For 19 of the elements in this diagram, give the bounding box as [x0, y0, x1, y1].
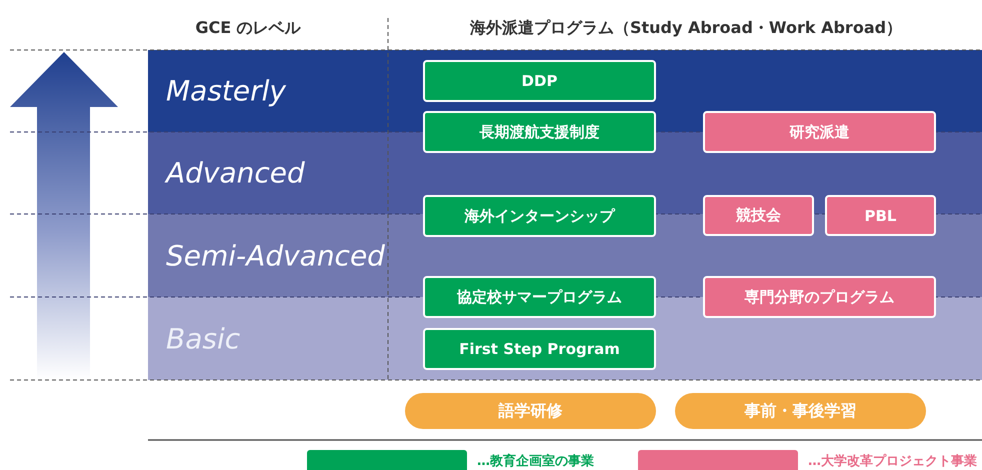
column-heading: 海外派遣プログラム（Study Abroad・Work Abroad）: [470, 18, 902, 39]
program-box: 研究派遣: [703, 111, 936, 153]
level-label: Semi-Advanced: [166, 239, 385, 272]
program-box: 海外インターンシップ: [423, 195, 656, 237]
legend-label: …教育企画室の事業: [477, 452, 594, 470]
program-box: 長期渡航支援制度: [423, 111, 656, 153]
program-box: 協定校サマープログラム: [423, 276, 656, 318]
program-pill: 事前・事後学習: [675, 393, 926, 429]
legend-label: …大学改革プロジェクト事業: [808, 452, 977, 470]
level-label: Advanced: [166, 156, 305, 190]
column-heading: GCE のレベル: [195, 18, 301, 39]
level-label: Masterly: [166, 74, 286, 108]
program-box: DDP: [423, 60, 656, 102]
program-pill: 語学研修: [405, 393, 656, 429]
program-box: 専門分野のプログラム: [703, 276, 936, 318]
level-label: Basic: [166, 322, 240, 355]
program-box: 競技会: [703, 195, 814, 236]
program-box: PBL: [825, 195, 936, 236]
program-box: First Step Program: [423, 328, 656, 370]
